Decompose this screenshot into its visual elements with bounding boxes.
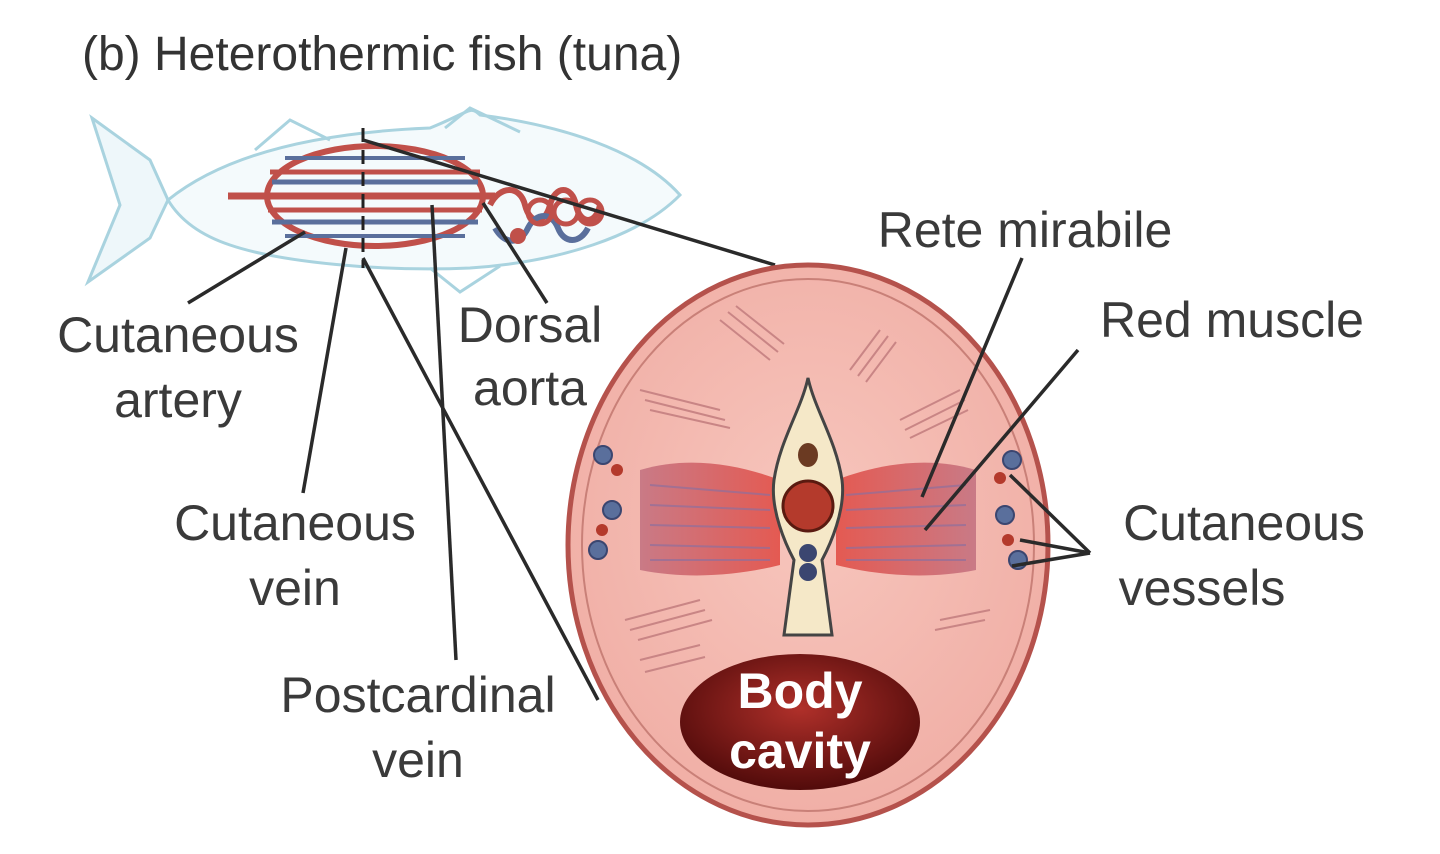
diagram-title: (b) Heterothermic fish (tuna)	[82, 28, 682, 81]
label-postcardinal-vein-line2: vein	[372, 732, 464, 788]
leader-cutaneous-vessels-1	[1008, 473, 1092, 555]
label-cutaneous-vein-line2: vein	[249, 560, 341, 616]
leader-rete-mirabile	[920, 257, 1024, 498]
leader-cutaneous-vein	[301, 247, 348, 494]
label-cutaneous-vessels-line1: Cutaneous	[1123, 495, 1365, 551]
leader-postcardinal-vein	[430, 204, 458, 661]
body-cavity-label-line2: cavity	[729, 723, 871, 779]
leader-cutaneous-vessels-2	[1019, 538, 1091, 555]
leader-cutaneous-vessels-3	[1011, 551, 1091, 568]
label-postcardinal-vein-line1: Postcardinal	[280, 667, 555, 723]
leader-red-muscle	[923, 348, 1080, 532]
leader-dorsal-aorta	[481, 202, 549, 304]
zoom-line-bottom	[361, 257, 600, 701]
tuna-cross-section	[565, 262, 1051, 828]
label-dorsal-aorta-line2: aorta	[473, 360, 587, 416]
label-cutaneous-artery-line2: artery	[114, 372, 242, 428]
label-dorsal-aorta-line1: Dorsal	[458, 297, 602, 353]
zoom-line-top	[362, 138, 776, 267]
body-cavity	[680, 654, 920, 790]
leader-cutaneous-artery	[187, 230, 306, 305]
body-cavity-label-line1: Body	[738, 663, 863, 719]
label-cutaneous-artery-line1: Cutaneous	[57, 307, 299, 363]
label-cutaneous-vessels-line2: vessels	[1119, 560, 1286, 616]
label-cutaneous-vein-line1: Cutaneous	[174, 495, 416, 551]
fish-vessel-bundle	[228, 143, 605, 249]
label-rete-mirabile: Rete mirabile	[878, 202, 1173, 258]
label-red-muscle: Red muscle	[1100, 292, 1364, 348]
